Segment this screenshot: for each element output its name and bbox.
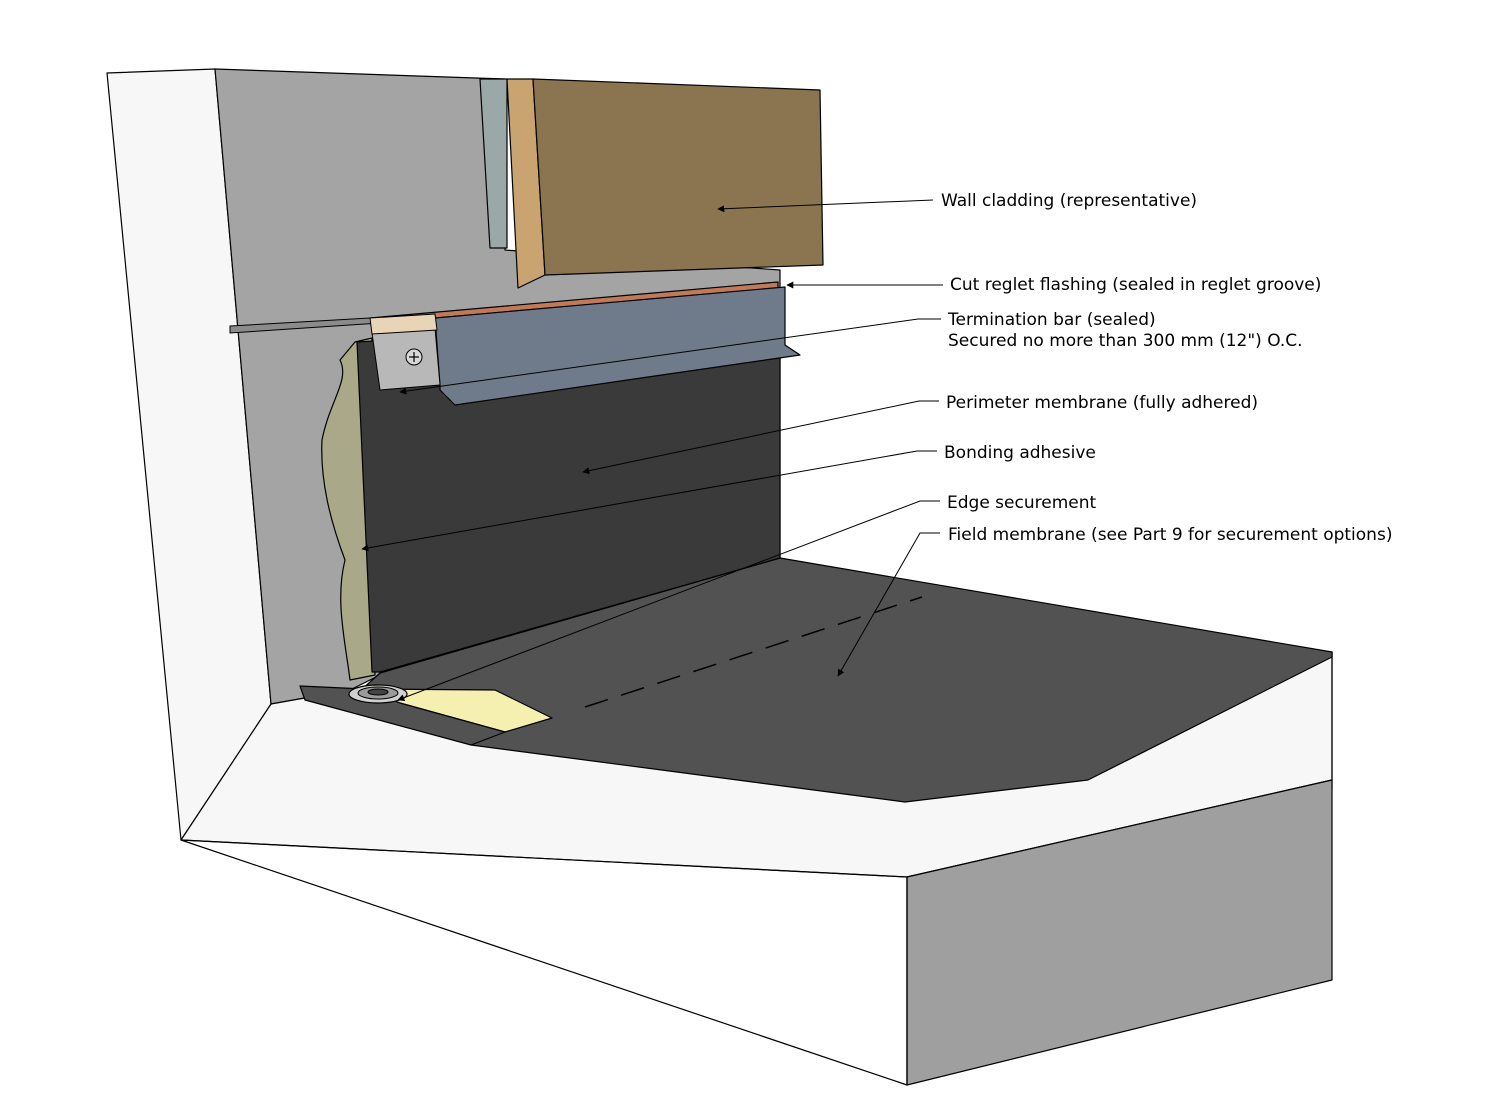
label-wall-cladding: Wall cladding (representative) [941, 191, 1198, 211]
field-membrane-seam [584, 596, 923, 708]
leader-perimeter [582, 400, 939, 475]
label-field-membrane: Field membrane (see Part 9 for securemen… [948, 525, 1393, 545]
base-left-face [180, 839, 908, 1086]
label-termination-bar: Termination bar (sealed) Secured no more… [948, 310, 1303, 352]
leader-cladding [717, 199, 934, 213]
leader-field [837, 532, 940, 677]
label-bonding-adhesive: Bonding adhesive [944, 443, 1096, 463]
leader-lines [361, 199, 943, 702]
leader-termbar [399, 318, 941, 395]
leader-adhesive [361, 450, 937, 552]
sheathing [479, 78, 508, 249]
leader-edge [397, 500, 940, 702]
label-reglet-flashing: Cut reglet flashing (sealed in reglet gr… [950, 275, 1322, 295]
label-termination-bar-line2: Secured no more than 300 mm (12") O.C. [948, 331, 1303, 351]
label-edge-securement: Edge securement [947, 493, 1097, 513]
label-perimeter-membrane: Perimeter membrane (fully adhered) [946, 393, 1259, 413]
label-termination-bar-line1: Termination bar (sealed) [948, 310, 1156, 330]
termination-bar-cap [369, 313, 438, 335]
termination-bar [434, 286, 801, 406]
wall-cladding [532, 78, 824, 276]
fastener-icon [405, 348, 423, 366]
edge-securement-plate [348, 684, 408, 704]
